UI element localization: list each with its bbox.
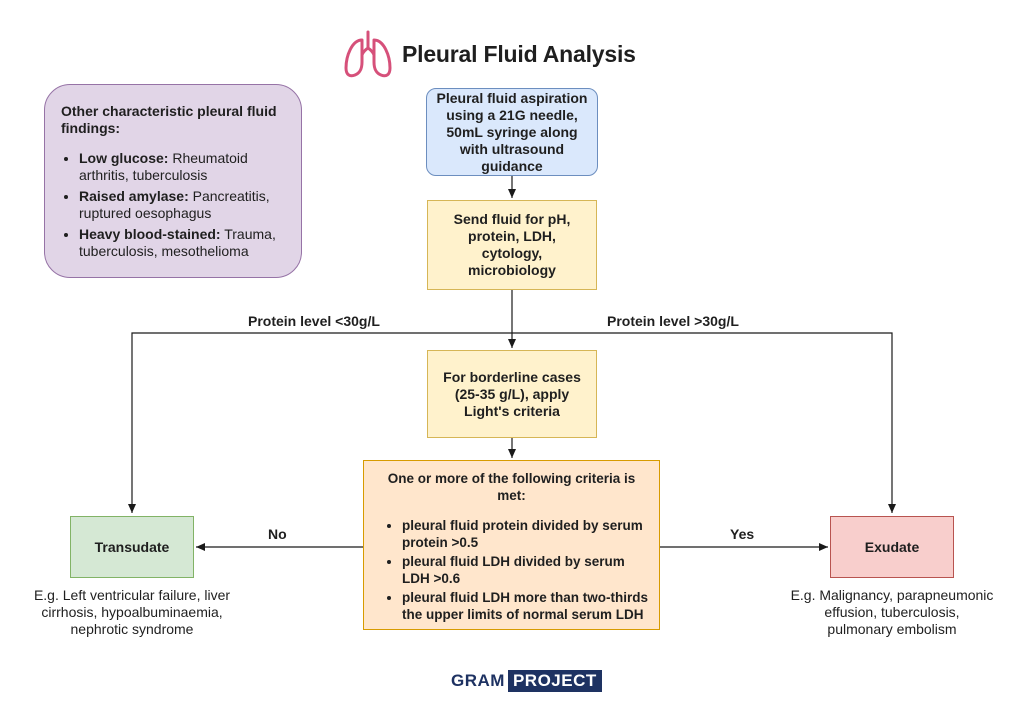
transudate-examples: E.g. Left ventricular failure, liver cir… (33, 587, 231, 637)
aspiration-step-box: Pleural fluid aspiration using a 21G nee… (426, 88, 598, 176)
page-title: Pleural Fluid Analysis (402, 40, 636, 67)
finding-item: Heavy blood-stained: Trauma, tuberculosi… (79, 226, 287, 260)
finding-term: Heavy blood-stained: (79, 226, 221, 242)
finding-item: Low glucose: Rheumatoid arthritis, tuber… (79, 150, 287, 184)
borderline-step-box: For borderline cases (25-35 g/L), apply … (427, 350, 597, 438)
criteria-item: pleural fluid LDH more than two-thirds t… (402, 590, 651, 623)
finding-item: Raised amylase: Pancreatitis, ruptured o… (79, 188, 287, 222)
criteria-heading: One or more of the following criteria is… (387, 471, 636, 503)
lungs-icon (344, 30, 392, 78)
send-fluid-step-box: Send fluid for pH, protein, LDH, cytolog… (427, 200, 597, 290)
transudate-box: Transudate (70, 516, 194, 578)
exudate-box: Exudate (830, 516, 954, 578)
finding-detail: Pancreatitis, ruptured oesophagus (79, 188, 270, 221)
page-header: Pleural Fluid Analysis (340, 26, 636, 82)
lights-criteria-box: One or more of the following criteria is… (363, 460, 660, 630)
finding-term: Raised amylase: (79, 188, 189, 204)
edge-label-protein-low: Protein level <30g/L (248, 313, 380, 329)
logo-gram-text: GRAM (451, 671, 505, 690)
criteria-list: pleural fluid protein divided by serum p… (372, 518, 651, 623)
exudate-examples: E.g. Malignancy, parapneumonic effusion,… (790, 587, 994, 637)
other-findings-panel: Other characteristic pleural fluid findi… (44, 84, 302, 278)
criteria-item: pleural fluid LDH divided by serum LDH >… (402, 554, 651, 587)
edge-label-protein-high: Protein level >30g/L (607, 313, 739, 329)
findings-title: Other characteristic pleural fluid findi… (61, 103, 277, 136)
criteria-item: pleural fluid protein divided by serum p… (402, 518, 651, 551)
arrow-protein-high-to-exudate (512, 332, 896, 513)
finding-detail: Trauma, tuberculosis, mesothelioma (79, 226, 276, 259)
edge-label-no: No (268, 526, 287, 542)
edge-label-yes: Yes (730, 526, 755, 542)
logo-project-text: PROJECT (507, 670, 602, 692)
arrow-protein-low-to-transudate (128, 332, 512, 513)
finding-detail: Rheumatoid arthritis, tuberculosis (79, 150, 248, 183)
findings-list: Low glucose: Rheumatoid arthritis, tuber… (61, 150, 287, 260)
finding-term: Low glucose: (79, 150, 169, 166)
gram-project-logo: GRAM PROJECT (451, 670, 602, 692)
